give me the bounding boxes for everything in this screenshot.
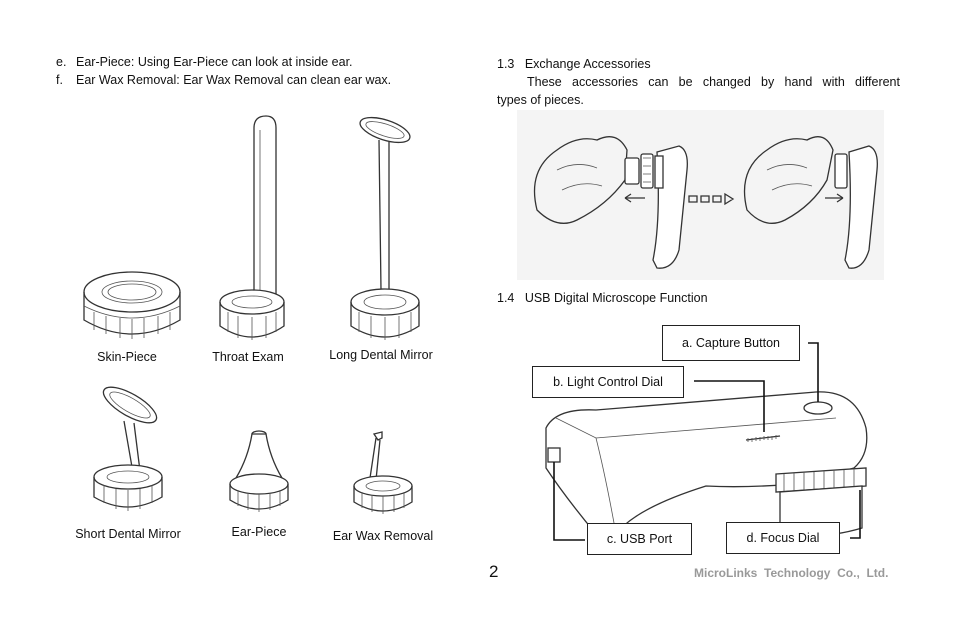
section-1-3-heading: 1.3 Exchange Accessories: [497, 57, 651, 71]
ear-wax-removal-illustration: [353, 431, 413, 514]
page-number: 2: [489, 562, 499, 581]
section-1-3-body-line1: These accessories can be changed by hand…: [527, 75, 900, 89]
caption-short-dental-mirror: Short Dental Mirror: [75, 527, 181, 541]
throat-exam-illustration: [219, 115, 285, 340]
short-dental-mirror-illustration: [93, 386, 163, 511]
skin-piece-illustration: [83, 271, 181, 339]
callout-light-control-dial: b. Light Control Dial: [532, 366, 684, 398]
exchange-accessories-illustration: [517, 110, 884, 280]
caption-throat-exam: Throat Exam: [212, 350, 284, 364]
long-dental-mirror-illustration: [350, 116, 420, 340]
callout-usb-port: c. USB Port: [587, 523, 692, 555]
caption-long-dental-mirror: Long Dental Mirror: [329, 348, 433, 362]
caption-ear-wax-removal: Ear Wax Removal: [332, 529, 434, 543]
callout-capture-button: a. Capture Button: [662, 325, 800, 361]
callout-focus-dial: d. Focus Dial: [726, 522, 840, 554]
caption-ear-piece: Ear-Piece: [231, 525, 287, 539]
section-1-4-heading: 1.4 USB Digital Microscope Function: [497, 291, 708, 305]
usb-microscope-illustration: [545, 391, 868, 537]
list-item-ear-wax-removal: f.Ear Wax Removal: Ear Wax Removal can c…: [56, 73, 392, 87]
company-name: MicroLinks Technology Co., Ltd.: [694, 566, 889, 580]
list-item-ear-piece: e.Ear-Piece: Using Ear-Piece can look at…: [56, 55, 353, 69]
ear-piece-illustration: [229, 430, 289, 512]
section-1-3-body-line2: types of pieces.: [497, 93, 584, 107]
caption-skin-piece: Skin-Piece: [97, 350, 157, 364]
